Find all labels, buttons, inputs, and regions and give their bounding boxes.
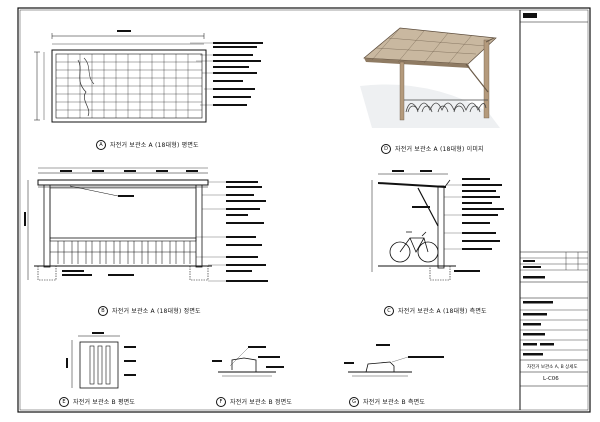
sheet-title: 자전거 보관소 A, B 상세도: [527, 365, 578, 370]
view-caption-a-plan: 자전거 보관소 A (18대형) 평면도: [110, 142, 199, 149]
view-caption-b-plan: 자전거 보관소 B 평면도: [73, 399, 136, 406]
view-caption-a-image: 자전거 보관소 A (18대형) 이미지: [395, 146, 484, 153]
view-b-side: [344, 344, 444, 377]
view-marker-b-plan: E: [59, 397, 69, 407]
view-marker-a-image: D: [381, 144, 391, 154]
view-b-plan: [66, 332, 136, 389]
view-caption-b-front: 자전거 보관소 B 정면도: [230, 399, 293, 406]
view-a-side: [371, 170, 504, 281]
view-marker-b-front: F: [216, 397, 226, 407]
drawing-number: L-C06: [543, 376, 559, 382]
view-caption-a-side: 자전거 보관소 A (18대형) 측면도: [398, 308, 487, 315]
view-marker-b-side: G: [349, 397, 359, 407]
view-caption-b-side: 자전거 보관소 B 측면도: [363, 399, 426, 406]
view-b-front: [212, 346, 284, 377]
view-marker-a-side: C: [384, 306, 394, 316]
view-a-plan: [34, 30, 263, 123]
bicycle-icon: [389, 231, 439, 263]
view-caption-a-front: 자전거 보관소 A (18대형) 정면도: [112, 308, 201, 315]
title-block: [519, 10, 588, 410]
inner-border: [19, 9, 589, 411]
view-a-front: [24, 167, 268, 282]
view-a-image: [360, 27, 500, 128]
sheet-border: [17, 7, 591, 413]
view-marker-a-front: B: [98, 306, 108, 316]
view-marker-a-plan: A: [96, 140, 106, 150]
